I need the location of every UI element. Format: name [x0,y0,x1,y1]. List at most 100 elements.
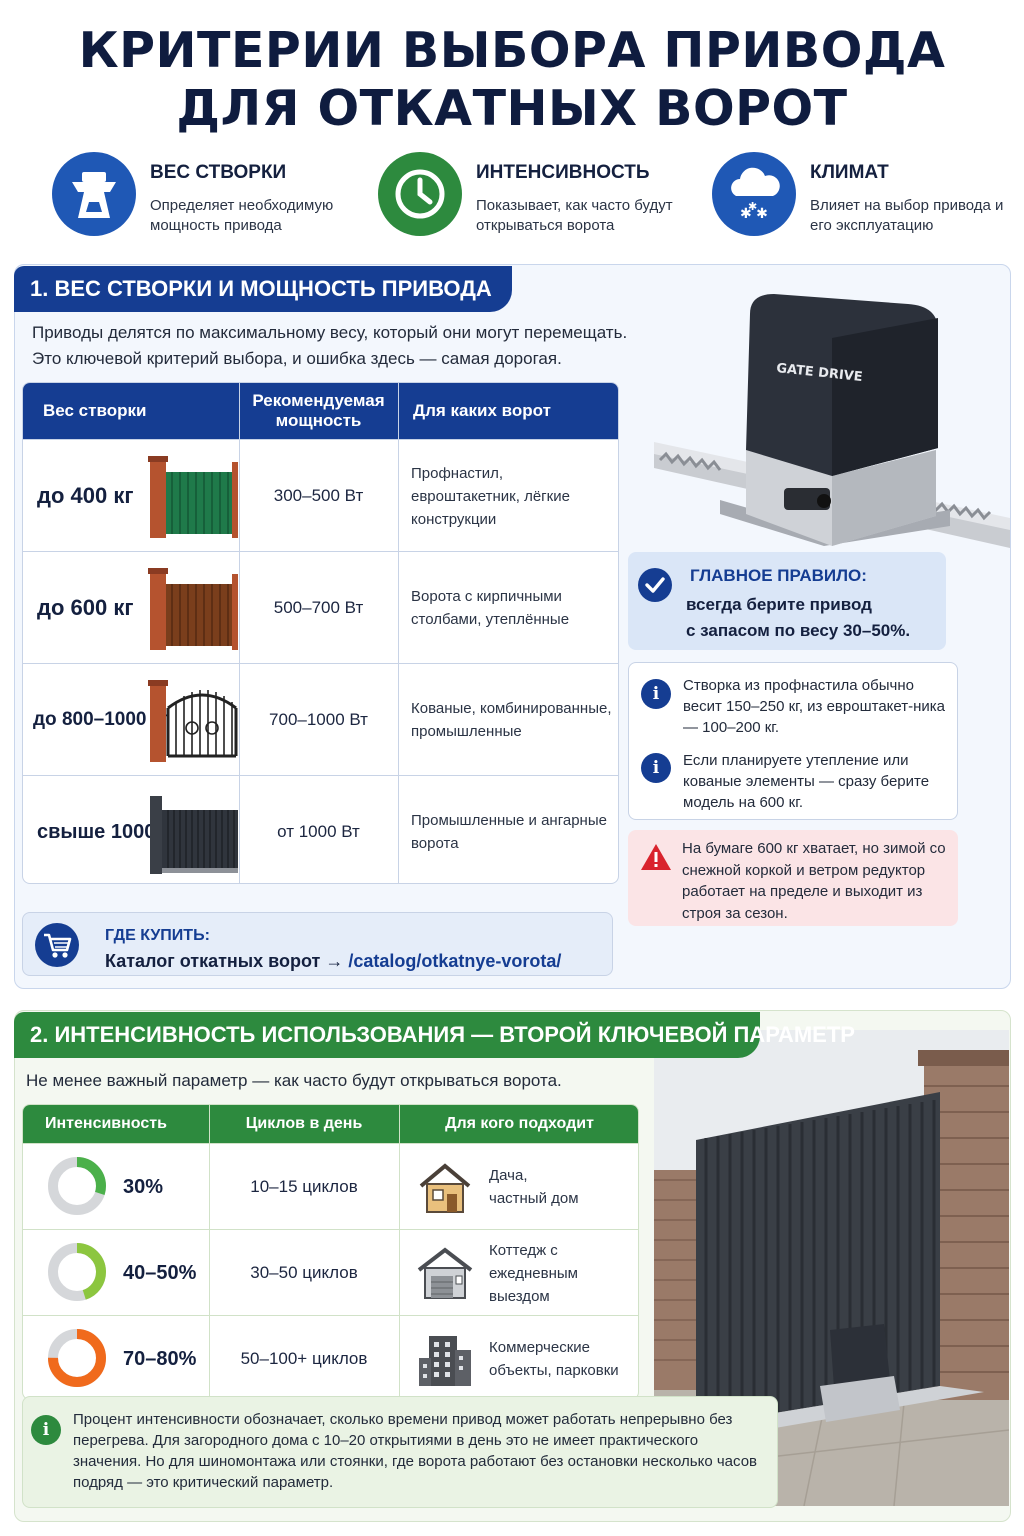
section-weight-intro-line-2: Это ключевой критерий выбора, и ошибка з… [32,349,562,368]
table-row: до 600 кг 500–700 Вт Ворота с кирпичными… [23,551,618,663]
who-line-1: Коттедж с [489,1241,558,1259]
row-gates: Промышленные и ангарные ворота [411,812,607,852]
intensity-donut [48,1157,106,1215]
section-weight-intro-line-1: Приводы делятся по максимальному весу, к… [32,323,628,342]
info-text-2: Если планируете утепление или кованые эл… [683,752,930,811]
intensity-donut [48,1329,106,1387]
criterion-intensity-desc: Показывает, как часто будут открываться … [476,197,673,234]
office-building-icon [419,1336,471,1386]
criterion-weight-desc: Определяет необходимую мощность привода [150,197,334,234]
criterion-weight-title: ВЕС СТВОРКИ [150,162,287,183]
table-divider [398,383,399,883]
row-weight: до 400 кг [37,483,134,508]
intensity-value: 70–80% [123,1347,197,1370]
row-power: от 1000 Вт [277,822,360,841]
catalog-text: Каталог откатных ворот → [105,951,344,971]
where-to-buy-label: ГДЕ КУПИТЬ: [105,927,210,944]
col-header-who: Для кого подходит [445,1115,594,1132]
row-gates: Профнастил, евроштакетник, лёгкие констр… [411,464,570,528]
gate-drive-image: GATE DRIVE [654,278,1010,554]
table-divider [209,1105,210,1399]
who-line-2: ежедневным выездом [489,1264,578,1305]
main-rule-label: ГЛАВНОЕ ПРАВИЛО: [690,566,867,585]
who-line-2: частный дом [489,1190,579,1207]
checkmark-icon [638,568,672,602]
info-icon: i [31,1415,61,1445]
table-row: 30% 10–15 циклов Дача, частный дом [23,1143,638,1230]
who-value: Коммерческие объекты, парковки [489,1316,638,1399]
cycles-value: 10–15 циклов [250,1177,358,1196]
row-power: 300–500 Вт [273,486,364,505]
who-value: Дача, частный дом [489,1144,638,1230]
info-text-1: Створка из профнастила обычно весит 150–… [683,677,945,736]
who-line-1: Коммерческие [489,1339,591,1356]
section-weight-intro: Приводы делятся по максимальному весу, к… [32,320,627,372]
title-line-1: КРИТЕРИИ ВЫБОРА ПРИВОДА [78,22,946,79]
wrought-iron-gate-image [148,680,238,762]
clock-icon [378,152,462,236]
table-row: 70–80% 50–100+ циклов Коммерческие объек… [23,1315,638,1399]
criterion-intensity: ИНТЕНСИВНОСТЬ Показывает, как часто буду… [378,152,688,242]
svg-text:✱ ✱: ✱ ✱ [740,206,768,222]
intensity-table-header [23,1105,638,1143]
who-line-2: объекты, парковки [489,1362,619,1379]
garage-house-icon [417,1247,473,1299]
row-weight: до 600 кг [37,595,134,620]
col-header-cycles: Циклов в день [245,1115,363,1132]
svg-text:✱: ✱ [748,200,757,213]
main-rule-box: ГЛАВНОЕ ПРАВИЛО: всегда берите привод с … [628,552,946,650]
warning-text: На бумаге 600 кг хватает, но зимой со сн… [682,840,946,922]
intensity-note-box: i Процент интенсивности обозначает, скол… [22,1396,778,1508]
house-icon [419,1163,471,1213]
col-header-power-line-2: мощность [275,411,362,430]
brick-pillar-gate-image [148,568,238,650]
main-rule-text: всегда берите привод с запасом по весу 3… [686,592,910,644]
table-divider [399,1105,400,1399]
criterion-intensity-title: ИНТЕНСИВНОСТЬ [476,162,650,183]
weight-table-header [23,383,618,439]
table-row: свыше 1000 кг от 1000 Вт Промышленные и … [23,775,618,883]
catalog-link[interactable]: /catalog/otkatnye-vorota/ [348,951,562,971]
row-power: 700–1000 Вт [269,710,368,729]
where-to-buy-text: Каталог откатных ворот → /catalog/otkatn… [105,951,561,972]
who-value: Коттедж с ежедневным выездом [489,1230,638,1316]
row-gates: Ворота с кирпичными столбами, утеплённые [411,588,570,628]
industrial-gate-image [150,796,238,874]
col-header-weight: Вес створки [43,401,147,420]
info-icon: i [641,753,671,783]
cycles-value: 30–50 циклов [250,1263,358,1282]
cycles-value: 50–100+ циклов [240,1349,368,1368]
section-intensity-heading: 2. ИНТЕНСИВНОСТЬ ИСПОЛЬЗОВАНИЯ — ВТОРОЙ … [14,1012,855,1058]
criterion-climate-desc: Влияет на выбор привода и его эксплуатац… [810,197,1004,234]
snow-cloud-icon: ✱ ✱ ✱ [712,152,796,236]
warning-box: На бумаге 600 кг хватает, но зимой со сн… [628,830,958,926]
table-divider [239,383,240,883]
main-rule-line-2: с запасом по весу 30–50%. [686,621,911,640]
row-power: 500–700 Вт [273,598,364,617]
intensity-value: 40–50% [123,1261,197,1284]
who-line-1: Дача, [489,1167,528,1184]
title-line-2: ДЛЯ ОТКАТНЫХ ВОРОТ [176,80,848,137]
shopping-cart-icon [35,923,79,967]
col-header-power: Рекомендуемая мощность [239,383,398,439]
scale-icon [52,152,136,236]
profile-sheet-gate-image [148,456,238,538]
table-row: до 400 кг 300–500 Вт Профнастил, еврошта… [23,439,618,551]
warning-icon [640,842,672,872]
section-intensity-intro: Не менее важный параметр — как часто буд… [26,1071,562,1090]
col-header-gates: Для каких ворот [413,401,551,420]
criterion-climate-title: КЛИМАТ [810,162,889,183]
row-weight: до 800–1000 кг [33,709,170,730]
page-title: КРИТЕРИИ ВЫБОРА ПРИВОДА ДЛЯ ОТКАТНЫХ ВОР… [0,22,1024,138]
weight-info-box: i Створка из профнастила обычно весит 15… [628,662,958,820]
table-row: 40–50% 30–50 циклов Коттедж с ежедневным… [23,1229,638,1316]
criterion-climate: ✱ ✱ ✱ КЛИМАТ Влияет на выбор привода и е… [712,152,1022,242]
intensity-donut [48,1243,106,1301]
main-rule-line-1: всегда берите привод [686,595,872,614]
criterion-weight: ВЕС СТВОРКИ Определяет необходимую мощно… [52,152,362,242]
intensity-table: Интенсивность Циклов в день Для кого под… [22,1104,639,1400]
row-weight: свыше 1000 кг [37,820,180,843]
intensity-value: 30% [123,1175,164,1198]
intensity-note-text: Процент интенсивности обозначает, скольк… [73,1411,758,1491]
col-header-power-line-1: Рекомендуемая [252,391,385,410]
